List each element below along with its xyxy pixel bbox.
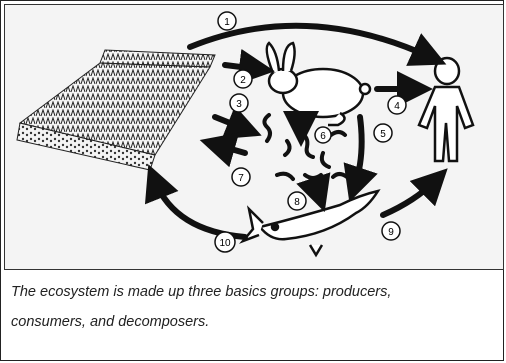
figure-caption: The ecosystem is made up three basics gr… xyxy=(11,277,491,337)
arrow-9 xyxy=(380,168,448,218)
svg-text:5: 5 xyxy=(380,129,386,140)
step-label-8: 8 xyxy=(287,191,307,211)
human-consumer xyxy=(417,56,475,163)
svg-text:7: 7 xyxy=(238,173,244,184)
step-label-9: 9 xyxy=(381,221,401,241)
step-label-3: 3 xyxy=(229,93,249,113)
arrow-10 xyxy=(144,164,248,240)
step-label-7: 7 xyxy=(231,167,251,187)
svg-text:10: 10 xyxy=(219,238,231,249)
fish-consumer xyxy=(239,189,381,258)
arrow-3 xyxy=(212,105,262,140)
step-label-6: 6 xyxy=(314,126,332,144)
step-label-4: 4 xyxy=(387,95,407,115)
svg-text:2: 2 xyxy=(240,75,246,86)
svg-text:4: 4 xyxy=(394,101,400,112)
arrow-7 xyxy=(199,132,248,168)
arrow-2 xyxy=(222,48,275,85)
step-label-5: 5 xyxy=(373,123,393,143)
svg-text:6: 6 xyxy=(320,131,326,142)
svg-text:1: 1 xyxy=(224,17,230,28)
step-label-1: 1 xyxy=(217,11,237,31)
producers-plants xyxy=(16,49,216,171)
arrow-5 xyxy=(343,114,378,203)
svg-text:8: 8 xyxy=(294,197,300,208)
caption-line-1: The ecosystem is made up three basics gr… xyxy=(11,284,392,300)
svg-text:3: 3 xyxy=(236,99,242,110)
arrow-8 xyxy=(296,172,331,213)
step-labels: 1 2 3 4 5 6 7 8 9 10 xyxy=(214,11,407,253)
step-label-10: 10 xyxy=(214,231,236,253)
svg-text:9: 9 xyxy=(388,227,394,238)
ecosystem-diagram: 1 2 3 4 5 6 7 8 9 10 xyxy=(4,4,504,270)
arrow-1 xyxy=(187,22,447,66)
rabbit-consumer xyxy=(265,41,372,127)
caption-line-2: consumers, and decomposers. xyxy=(11,314,210,330)
step-label-2: 2 xyxy=(233,69,253,89)
